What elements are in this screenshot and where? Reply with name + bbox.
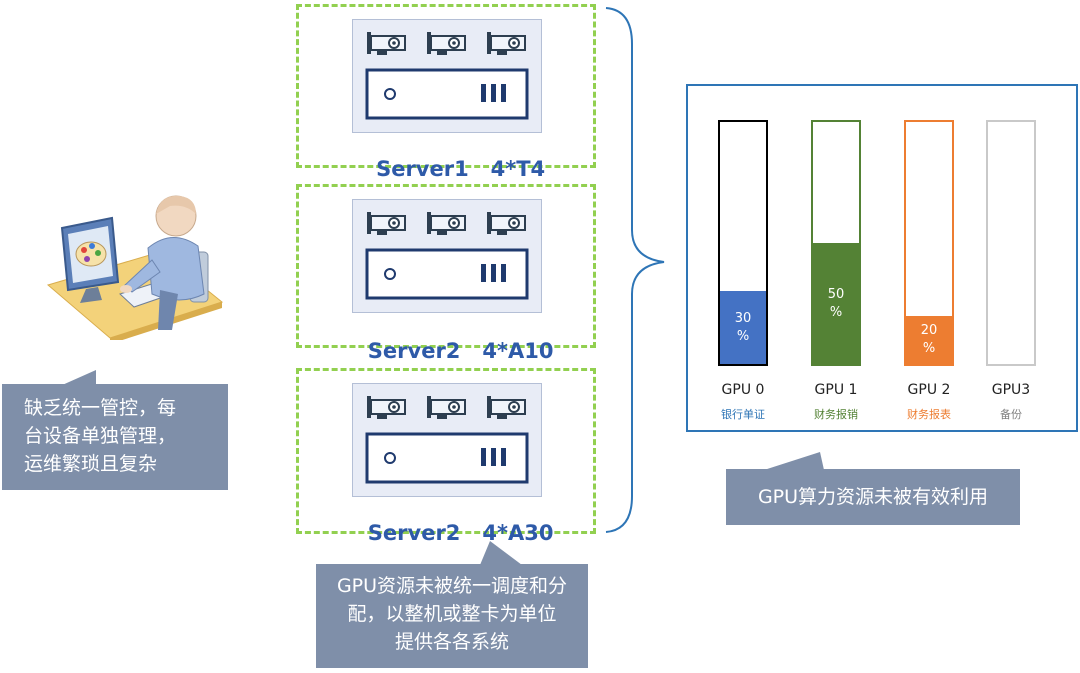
gpu-label: GPU 1 [814,382,858,398]
gpu-label: GPU3 [991,382,1031,398]
gpu-percent-value: 30 [734,310,752,326]
gpu-card-icon [487,32,526,55]
gpu-card-icon [367,396,406,419]
gpu-bar: 30% [718,120,768,366]
server-chassis [352,19,542,133]
scheduling-callout-tail [480,541,522,565]
gpu-card-icon [487,212,526,235]
gpu-bar [986,120,1036,366]
admin-callout-line: 台设备单独管理， [24,425,177,447]
gpu-percent-value: 20 [920,323,938,338]
gpu-card-icon [427,212,466,235]
gpu-percent-sign: % [736,328,750,344]
server-chassis [352,199,542,313]
server-label: Server1 4*T4 [299,133,593,205]
gpu-label: GPU 2 [907,382,951,398]
server-group-3: Server2 4*A30 [296,368,596,545]
server-chassis-icon [365,32,529,120]
gpu-card-icon [367,32,406,55]
admin-callout: 缺乏统一管控，每 台设备单独管理， 运维繁琐且复杂 [2,384,228,490]
server-spec: 4*A30 [482,521,554,545]
gpu-usage-fill: 20% [906,316,952,364]
user-at-computer-icon [46,195,224,340]
server-chassis-icon [365,212,529,300]
server-label: Server2 4*A30 [299,497,593,569]
scheduling-callout-line: 配，以整机或整卡为单位 [347,603,557,625]
server-name: Server2 [367,521,461,545]
gpu-bar: 50% [811,120,861,366]
server-spec: 4*T4 [490,157,546,181]
gpu-card-icon [427,32,466,55]
server-name: Server2 [367,339,461,363]
server-spec: 4*A10 [482,339,554,363]
gpu-percent-sign: % [829,304,843,320]
server-name: Server1 [376,157,469,181]
gpu-usage-fill: 50% [813,243,859,364]
server-group-1: Server1 4*T4 [296,4,596,181]
gpu-percent-sign: % [922,341,936,356]
server-group-2: Server2 4*A10 [296,184,596,363]
brace-icon [605,7,665,533]
gpu-usage-label: 财务报表 [907,408,951,421]
gpu-card-icon [487,396,526,419]
admin-callout-line: 缺乏统一管控，每 [24,397,177,419]
gpu-card-icon [427,396,466,419]
scheduling-callout-line: 提供各各系统 [394,631,509,653]
gpu-label: GPU 0 [721,382,765,398]
gpu-usage-label: 银行单证 [721,408,765,421]
utilization-callout-text: GPU算力资源未被有效利用 [757,486,989,508]
utilization-callout-tail [764,452,824,470]
admin-callout-tail [60,370,96,386]
scheduling-callout-line: GPU资源未被统一调度和分 [336,575,568,597]
admin-callout-line: 运维繁琐且复杂 [24,453,158,475]
gpu-card-icon [367,212,406,235]
server-chassis-icon [365,396,529,484]
server-chassis [352,383,542,497]
server-label: Server2 4*A10 [299,315,593,387]
scheduling-callout: GPU资源未被统一调度和分 配，以整机或整卡为单位 提供各各系统 [316,564,588,668]
utilization-callout: GPU算力资源未被有效利用 [726,469,1020,525]
gpu-bar: 20% [904,120,954,366]
gpu-usage-fill: 30% [720,291,766,364]
gpu-usage-label: 财务报销 [814,408,858,421]
gpu-percent-value: 50 [827,286,845,302]
gpu-usage-label: 备份 [1000,408,1022,421]
gpu-utilization-panel: 30% GPU 0 银行单证 50% GPU 1 财务报销 20% GPU 2 财务报表 GPU3… [686,84,1078,432]
